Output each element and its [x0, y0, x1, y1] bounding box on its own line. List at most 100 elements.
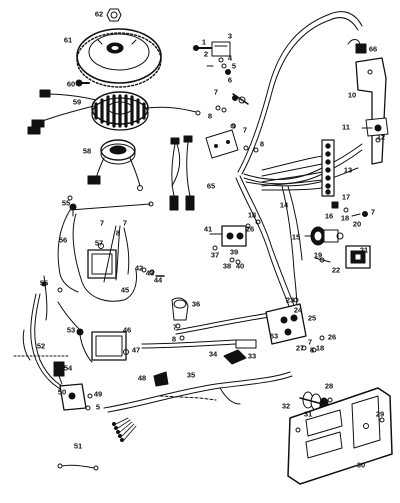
- callout-13: 13: [343, 165, 353, 175]
- callout-9: 9: [231, 121, 237, 131]
- callout-42: 42: [134, 263, 144, 273]
- callout-51: 51: [73, 441, 83, 451]
- callout-22: 22: [331, 265, 341, 275]
- callout-7c: 7: [370, 207, 376, 217]
- callout-46: 46: [122, 325, 132, 335]
- callout-14: 14: [279, 200, 289, 210]
- solenoid-50: [59, 383, 93, 411]
- callout-30: 30: [356, 460, 366, 470]
- callout-40: 40: [235, 261, 245, 271]
- callout-56: 56: [58, 235, 68, 245]
- callout-55b: 55: [39, 278, 49, 288]
- callout-47: 47: [131, 345, 141, 355]
- callout-58: 58: [82, 146, 92, 156]
- callout-24: 24: [293, 305, 303, 315]
- switch-22: [345, 245, 371, 269]
- callout-8c: 8: [115, 228, 121, 238]
- callout-11: 11: [342, 122, 350, 132]
- callout-5b: 5: [95, 402, 101, 412]
- callout-35: 35: [186, 370, 196, 380]
- callout-39: 39: [229, 247, 239, 257]
- callout-1: 1: [201, 37, 207, 47]
- cable-51: [57, 463, 99, 471]
- part-54: [53, 361, 65, 385]
- mounting-plate-30: [287, 387, 393, 485]
- callout-5: 5: [231, 61, 237, 71]
- callout-18c: 18: [315, 343, 325, 353]
- callout-28: 28: [324, 381, 334, 391]
- callout-20: 20: [352, 219, 362, 229]
- terminal-block-13: [261, 139, 335, 197]
- hardware-39-40: [229, 257, 241, 265]
- callout-7d: 7: [99, 218, 105, 228]
- hardware-7-8-mid: [175, 323, 185, 341]
- callout-37: 37: [210, 250, 220, 260]
- callout-8a: 8: [207, 111, 213, 121]
- trigger-65: [169, 135, 195, 211]
- callout-18b: 18: [247, 210, 257, 220]
- callout-44: 44: [153, 275, 163, 285]
- cable-bundle-35: [103, 371, 293, 442]
- callout-7f: 7: [172, 322, 178, 332]
- nut-62: [106, 8, 122, 22]
- callout-60: 60: [66, 79, 76, 89]
- part-36: [171, 297, 189, 321]
- ignition-coil-58: [87, 139, 143, 191]
- callout-54: 54: [63, 363, 73, 373]
- callout-3: 3: [227, 31, 233, 41]
- ignition-switch-15: [304, 226, 344, 246]
- callout-65: 65: [206, 181, 216, 191]
- hardware-top: [193, 41, 249, 113]
- clip-66: [347, 39, 367, 54]
- callout-2: 2: [203, 49, 209, 59]
- solenoid-46: [57, 301, 129, 363]
- part-33: [223, 349, 247, 365]
- callout-7e: 7: [122, 218, 128, 228]
- callout-7b: 7: [242, 125, 248, 135]
- callout-59: 59: [72, 97, 82, 107]
- regulator-24: [265, 297, 325, 353]
- callout-61: 61: [63, 35, 73, 45]
- hardware-16-18: [245, 201, 349, 229]
- callout-18a: 18: [340, 213, 350, 223]
- callout-50: 50: [57, 387, 67, 397]
- callout-53: 53: [66, 325, 76, 335]
- callout-8e: 8: [309, 345, 315, 355]
- bracket-10: [355, 57, 389, 165]
- callout-26b: 26: [327, 332, 337, 342]
- callout-16: 16: [324, 211, 334, 221]
- hardware-20: [351, 211, 368, 217]
- hardware-19: [314, 257, 331, 263]
- callout-62: 62: [94, 9, 104, 19]
- callout-57: 57: [94, 238, 104, 248]
- bracket-9: [205, 123, 259, 159]
- callout-31: 31: [303, 409, 313, 419]
- callout-15: 15: [291, 232, 301, 242]
- callout-6: 6: [227, 75, 233, 85]
- relay-38: [209, 225, 247, 251]
- wires-55: [41, 195, 73, 321]
- callout-7a: 7: [213, 87, 219, 97]
- callout-32: 32: [281, 401, 291, 411]
- callout-8b: 8: [259, 139, 265, 149]
- callout-41: 41: [203, 224, 213, 234]
- screw-60: [75, 79, 90, 87]
- callout-21: 21: [359, 245, 369, 255]
- callout-25: 25: [307, 313, 317, 323]
- callout-26a: 26: [245, 224, 255, 234]
- callout-19: 19: [313, 250, 323, 260]
- callout-49: 49: [93, 389, 103, 399]
- part-48: [153, 371, 169, 387]
- callout-7g: 7: [307, 337, 313, 347]
- callout-27: 27: [295, 343, 305, 353]
- callout-8d: 8: [171, 334, 177, 344]
- callout-10: 10: [347, 90, 357, 100]
- hardware-42-44: [141, 267, 165, 277]
- stator-59: [27, 89, 201, 135]
- callout-45: 45: [120, 285, 130, 295]
- harness-34: [141, 311, 277, 349]
- callout-4: 4: [227, 53, 233, 63]
- callout-48: 48: [137, 373, 147, 383]
- callout-66: 66: [368, 44, 378, 54]
